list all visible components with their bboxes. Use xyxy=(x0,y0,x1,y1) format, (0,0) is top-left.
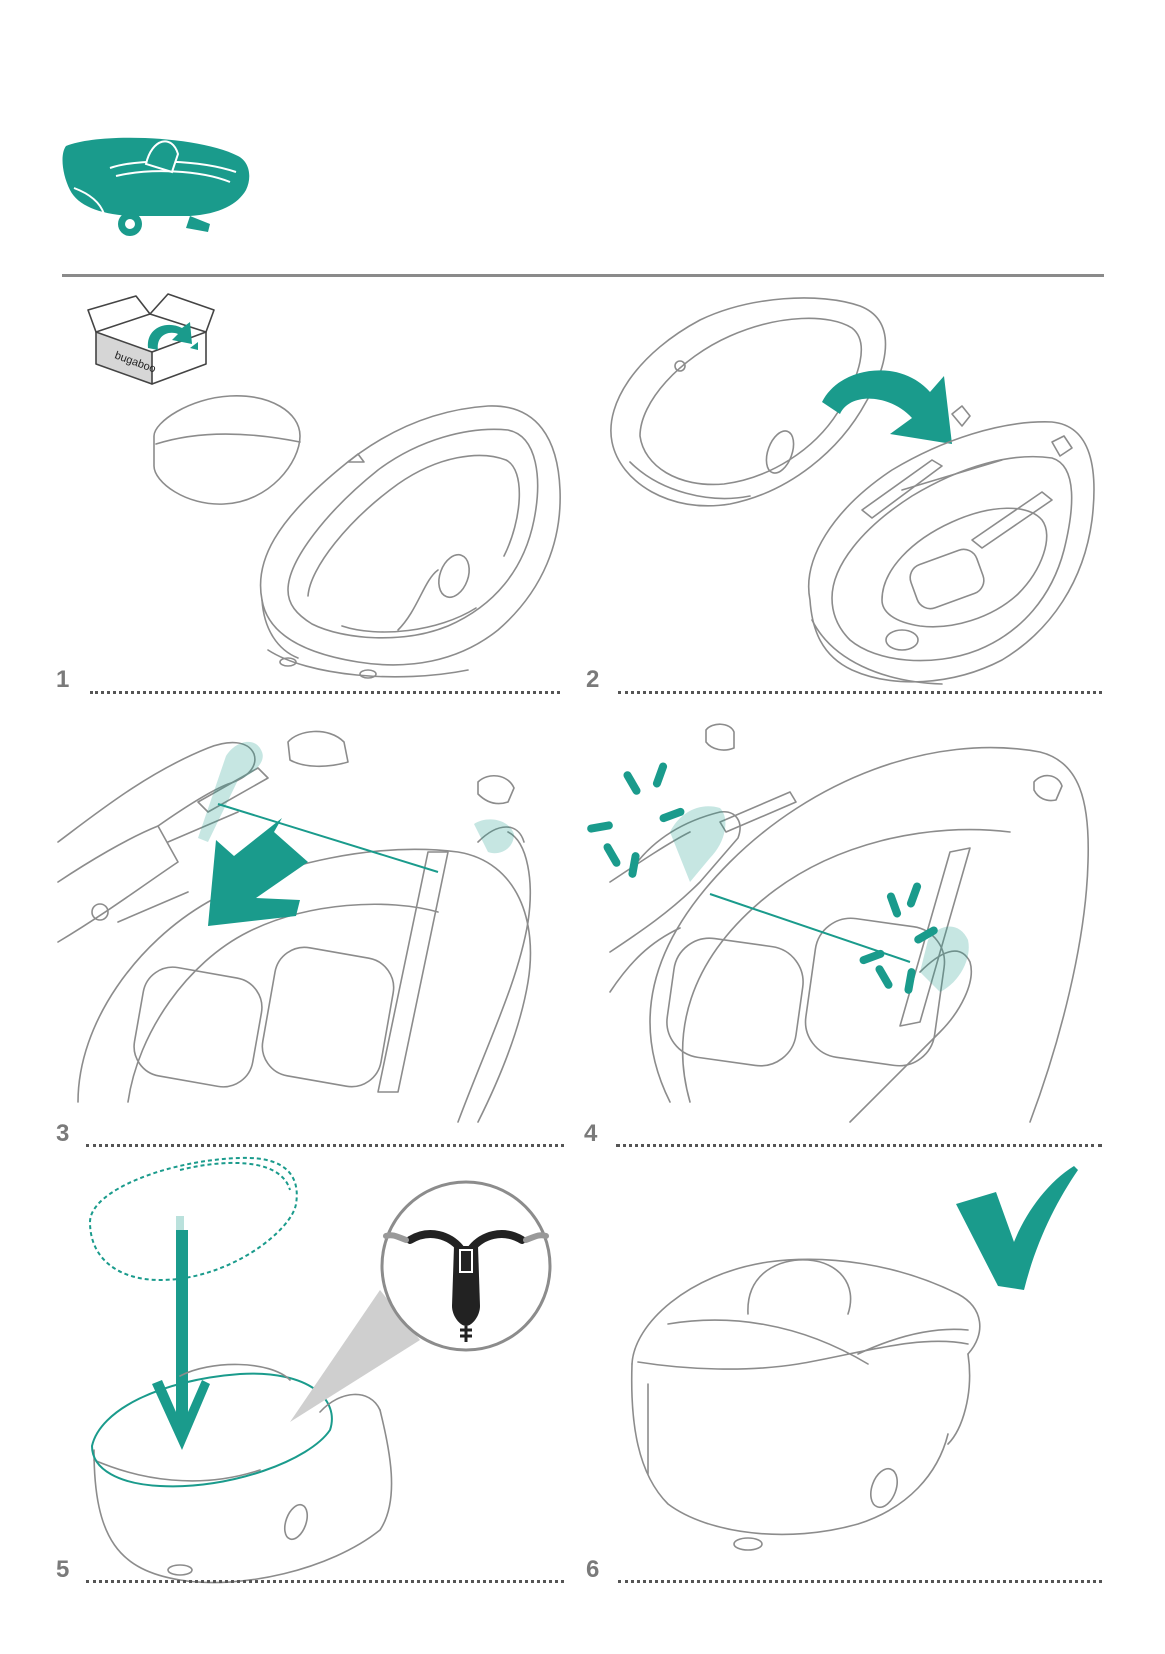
step-number-5: 5 xyxy=(56,1556,70,1583)
teal-carrycot-icon xyxy=(62,137,250,236)
hands-icon xyxy=(57,741,256,843)
open-box-icon: bugaboo xyxy=(87,293,215,385)
curved-arrow-icon xyxy=(822,370,952,444)
down-arrow-icon xyxy=(208,818,308,926)
mattress-icon xyxy=(153,395,301,505)
step-number-4: 4 xyxy=(584,1120,598,1147)
checkmark-icon xyxy=(956,1166,1078,1290)
carrycot-shell-icon xyxy=(259,405,561,679)
step-number-1: 1 xyxy=(56,666,70,693)
step-dots-5 xyxy=(86,1580,564,1583)
assembled-carrycot-icon xyxy=(630,1258,981,1551)
hands-icon xyxy=(609,811,741,953)
zoom-circle-icon xyxy=(380,1180,552,1352)
down-arrow-icon xyxy=(152,1230,210,1450)
step-dots-1 xyxy=(90,691,560,694)
step-number-3: 3 xyxy=(56,1120,70,1147)
step-dots-4 xyxy=(616,1144,1102,1147)
click-sound-icon xyxy=(587,762,938,994)
step-number-2: 2 xyxy=(586,666,600,693)
carrycot-fabric-icon xyxy=(610,297,887,507)
step-3-illustration xyxy=(57,730,532,1123)
step-number-6: 6 xyxy=(586,1556,600,1583)
clip-icon xyxy=(383,1230,549,1342)
step-dots-2 xyxy=(618,691,1102,694)
header-divider xyxy=(62,274,1104,277)
carrycot-frame-icon xyxy=(808,405,1095,685)
step-dots-3 xyxy=(86,1144,564,1147)
step-4-illustration xyxy=(587,723,1090,1123)
step-dots-6 xyxy=(618,1580,1102,1583)
step-5-illustration xyxy=(88,1156,420,1584)
